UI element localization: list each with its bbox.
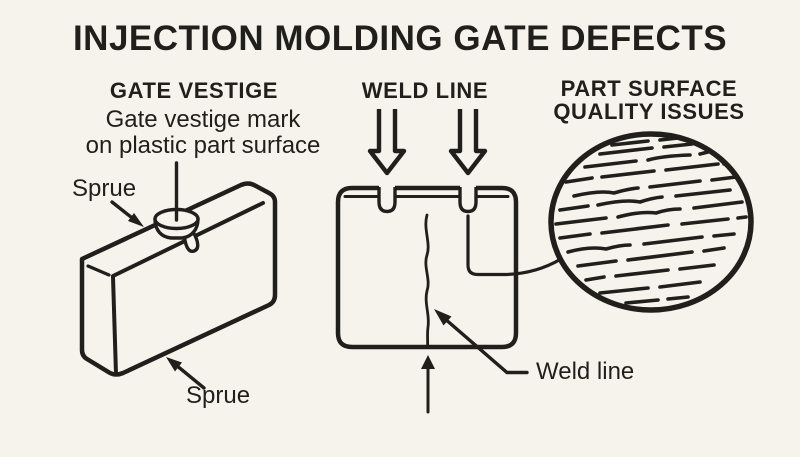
heading-weld-line: WELD LINE	[361, 78, 489, 103]
gate-notch-right	[458, 187, 478, 214]
page-title: INJECTION MOLDING GATE DEFECTS	[72, 19, 728, 58]
sprue-label-bottom: Sprue	[186, 382, 251, 409]
sprue-arrow-bottom	[166, 357, 206, 390]
weld-line-leader-arrow	[434, 309, 529, 375]
heading-surface-quality: PART SURFACE QUALITY ISSUES	[553, 77, 744, 123]
gate-notch-left	[377, 187, 397, 214]
gate-vestige-annotation-line1: Gate vestige mark	[105, 106, 301, 133]
heading-surface-quality-line1: PART SURFACE	[560, 76, 738, 101]
weld-line-label: Weld line	[536, 358, 635, 385]
gate-vestige-annotation-line2: on plastic part surface	[85, 132, 321, 159]
sprue-arrow-top	[110, 200, 144, 227]
sprue-label-top: Sprue	[72, 175, 137, 202]
gate-vestige-blob	[153, 161, 200, 253]
flow-arrow-left-icon	[367, 109, 407, 176]
heading-gate-vestige: GATE VESTIGE	[109, 78, 279, 103]
heading-surface-quality-line2: QUALITY ISSUES	[553, 99, 745, 124]
surface-texture-marks	[554, 136, 748, 312]
flow-arrow-right-icon	[448, 109, 488, 176]
magnifier-callout-line	[466, 214, 563, 277]
gate-vestige-annotation: Gate vestige mark on plastic part surfac…	[86, 107, 321, 159]
weld-line-crack	[424, 213, 430, 349]
molded-part-2d	[335, 185, 519, 350]
fill-direction-arrow-icon	[421, 355, 435, 414]
